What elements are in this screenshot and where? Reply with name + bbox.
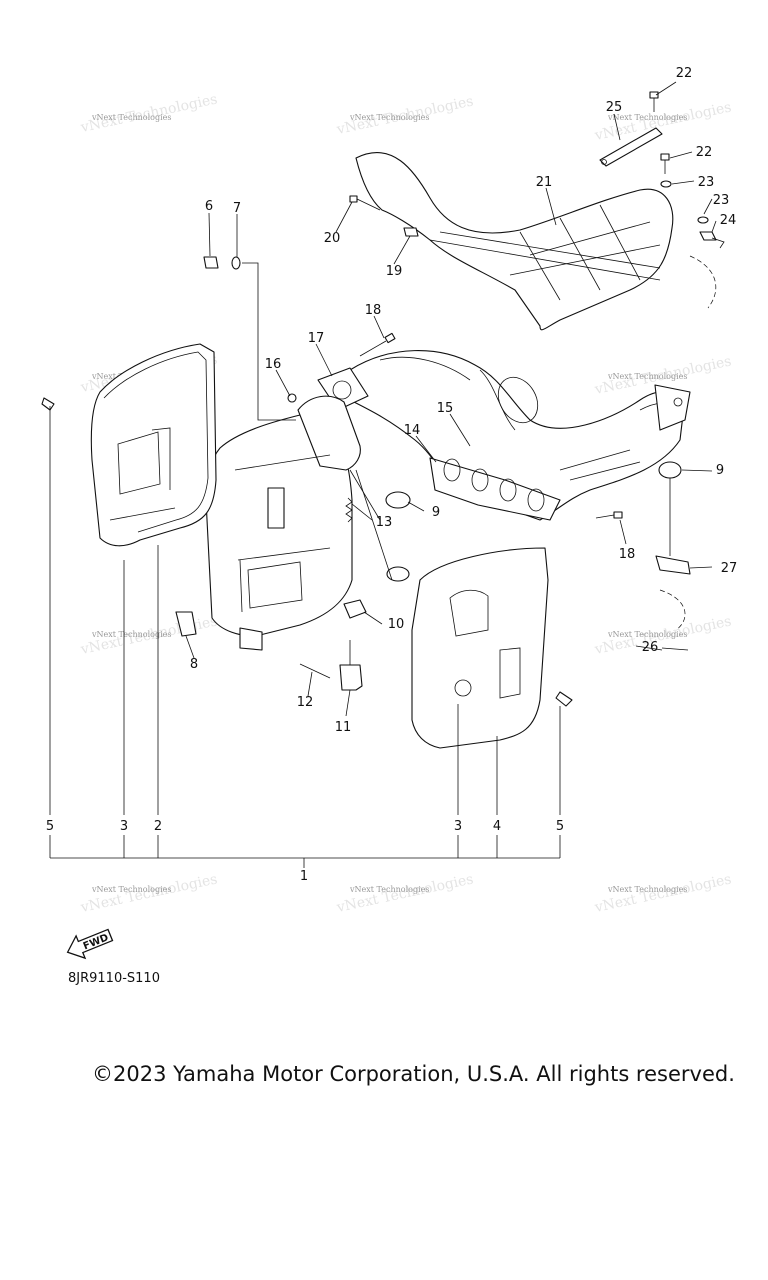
callout-8: 8 — [190, 657, 198, 672]
watermark-text: vNext Technologies — [607, 372, 687, 381]
copyright-notice: ©2023 Yamaha Motor Corporation, U.S.A. A… — [92, 1062, 735, 1086]
part-21-exhaust-pipe-cover — [355, 152, 717, 331]
part-26-bolt — [661, 647, 689, 651]
watermark-text: vNext Technologies — [349, 885, 429, 894]
callout-7: 7 — [233, 201, 241, 216]
part-24-nut — [699, 231, 725, 249]
callout-23: 23 — [713, 193, 730, 208]
watermark-text: vNext Technologies — [607, 630, 687, 639]
callout-16: 16 — [265, 357, 282, 372]
fwd-arrow-icon: FWD — [66, 928, 114, 960]
watermark-text: vNext Technologies — [91, 113, 171, 122]
callout-20: 20 — [324, 231, 341, 246]
callout-21: 21 — [536, 175, 553, 190]
part-19-nut — [403, 227, 419, 237]
callout-23: 23 — [698, 175, 715, 190]
callout-5: 5 — [46, 819, 54, 834]
part-14-gasket — [429, 457, 561, 521]
callout-9: 9 — [432, 505, 440, 520]
part-10-damper — [343, 599, 367, 619]
callout-1: 1 — [300, 869, 308, 884]
callout-13: 13 — [376, 515, 393, 530]
part-12-pin — [299, 663, 331, 679]
watermark-text: vNext Technologies — [607, 885, 687, 894]
part-23-washers — [660, 180, 709, 224]
callout-25: 25 — [606, 100, 623, 115]
callout-18: 18 — [619, 547, 636, 562]
callout-27: 27 — [721, 561, 738, 576]
callout-3: 3 — [454, 819, 462, 834]
callout-11: 11 — [335, 720, 352, 735]
callout-17: 17 — [308, 331, 325, 346]
part-6-bolt — [203, 256, 219, 269]
diagram-code: 8JR9110-S110 — [68, 971, 160, 986]
part-9-grommets — [385, 461, 682, 582]
part-18-bolt-upper — [359, 332, 396, 357]
part-18-bolt-lower — [595, 511, 623, 519]
callout-19: 19 — [386, 264, 403, 279]
callout-2: 2 — [154, 819, 162, 834]
callout-22: 22 — [696, 145, 713, 160]
callout-26: 26 — [642, 640, 659, 655]
part-25-stay — [599, 127, 663, 167]
callout-18: 18 — [365, 303, 382, 318]
callout-24: 24 — [720, 213, 737, 228]
watermark-text: vNext Technologies — [91, 885, 171, 894]
assembly-bracket — [42, 406, 568, 868]
callout-3: 3 — [120, 819, 128, 834]
part-2-cover-left — [90, 343, 217, 547]
part-8-clamp — [175, 611, 197, 637]
part-22-bolts — [649, 91, 670, 174]
callout-labels: 22 25 22 23 23 24 21 20 19 6 7 18 17 16 … — [46, 66, 737, 884]
leader-lines — [185, 81, 717, 717]
part-11-bracket — [339, 640, 363, 691]
part-20-bolt — [349, 195, 381, 211]
callout-22: 22 — [676, 66, 693, 81]
callout-10: 10 — [388, 617, 405, 632]
callout-5: 5 — [556, 819, 564, 834]
part-13-spring — [345, 497, 353, 523]
watermark-text: vNext Technologies — [349, 113, 429, 122]
callout-9: 9 — [716, 463, 724, 478]
part-27-bracket — [655, 555, 691, 631]
muffler-assembly — [205, 395, 361, 651]
callout-6: 6 — [205, 199, 213, 214]
callout-15: 15 — [437, 401, 454, 416]
callout-4: 4 — [493, 819, 501, 834]
part-7-washer — [231, 256, 241, 270]
callout-12: 12 — [297, 695, 314, 710]
watermark-text: vNext Technologies — [607, 113, 687, 122]
part-4-cover-right — [411, 547, 549, 749]
watermark-text: vNext Technologies — [91, 630, 171, 639]
callout-14: 14 — [404, 423, 421, 438]
part-15-exhaust-manifold — [349, 350, 691, 521]
